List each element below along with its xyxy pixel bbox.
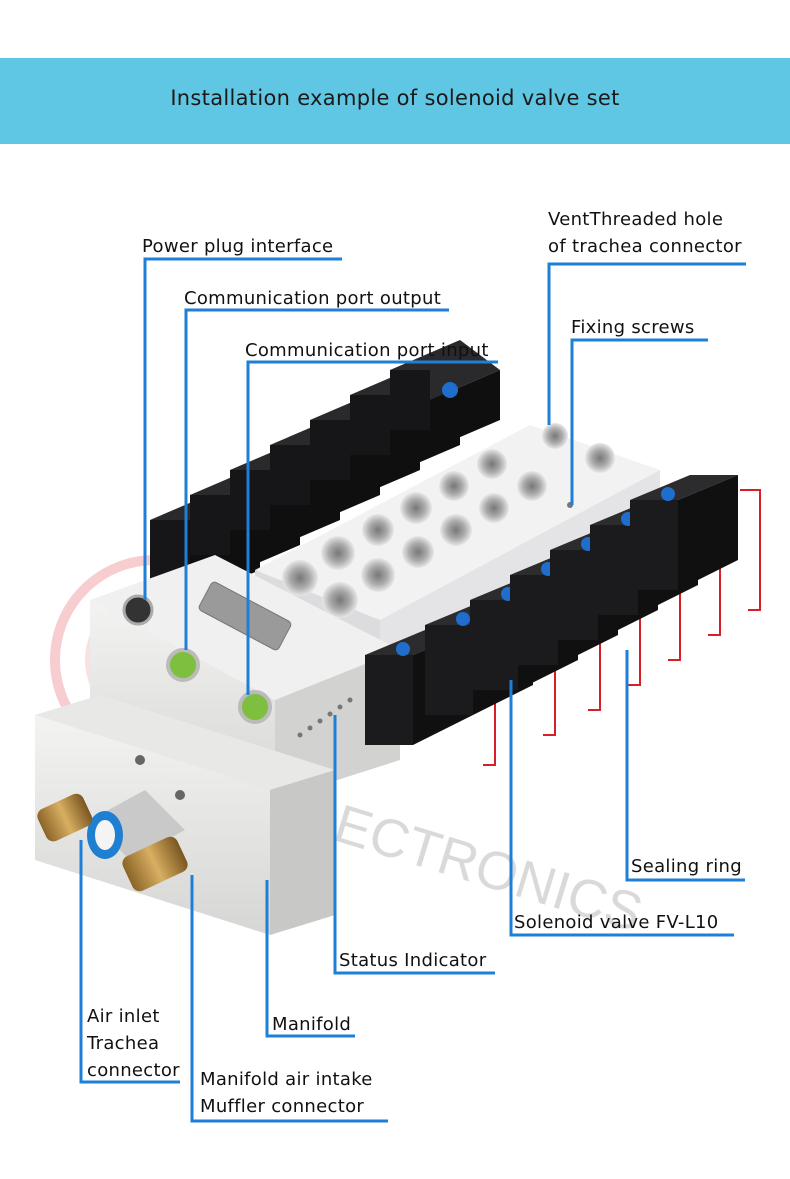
muffler-right [122, 836, 188, 892]
leader-status-indicator [333, 715, 495, 975]
db-connector [198, 581, 292, 651]
label-sealing-ring: Sealing ring [631, 856, 742, 877]
leader-lines [79, 257, 746, 1123]
label-solenoid-valve: Solenoid valve FV-L10 [514, 912, 719, 933]
comm-output-port [166, 648, 200, 682]
leader-air-inlet [79, 840, 180, 1084]
muffler-left [37, 793, 93, 842]
banner-title: Installation example of solenoid valve s… [170, 86, 620, 110]
power-plug-port [122, 594, 154, 626]
label-status-indicator: Status Indicator [339, 950, 487, 971]
valve-row-back [150, 340, 500, 600]
label-muffler: Manifold air intake Muffler connector [200, 1069, 373, 1117]
label-vent-hole: VentThreaded hole of trachea connector [548, 209, 742, 257]
label-comm-output: Communication port output [184, 288, 442, 309]
leader-comm-input [246, 360, 498, 695]
leader-vent-hole [547, 262, 746, 425]
leader-comm-output [184, 308, 449, 650]
leader-sealing-ring [625, 650, 745, 882]
label-power-plug: Power plug interface [142, 236, 334, 257]
comm-input-port [238, 690, 272, 724]
status-leds [297, 697, 353, 738]
leader-muffler [190, 875, 388, 1123]
leader-power-plug [143, 257, 342, 600]
leader-solenoid-valve [509, 680, 734, 937]
title-banner: Installation example of solenoid valve s… [0, 58, 790, 144]
label-manifold: Manifold [272, 1014, 352, 1035]
label-air-inlet: Air inlet Trachea connector [87, 1006, 180, 1081]
leader-manifold [265, 880, 355, 1038]
label-comm-input: Communication port input [245, 340, 489, 361]
leader-fixing-screws [570, 338, 708, 505]
valve-row-front [365, 475, 761, 766]
label-fixing-screws: Fixing screws [571, 317, 695, 338]
